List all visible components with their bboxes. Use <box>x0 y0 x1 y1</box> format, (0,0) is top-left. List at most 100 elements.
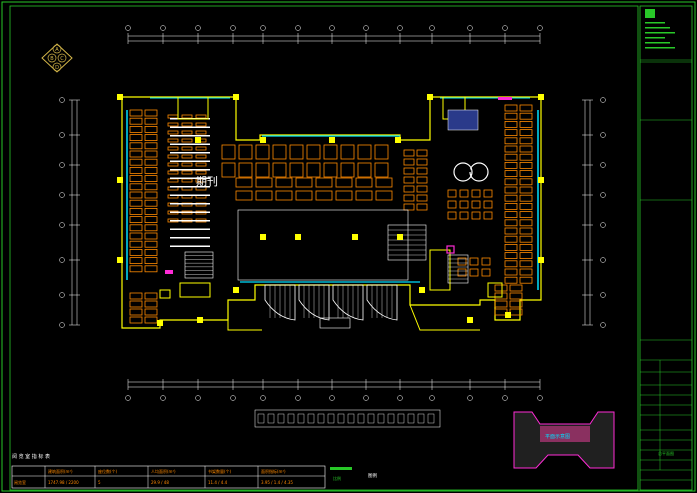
reading-desk <box>129 292 143 300</box>
structural-column <box>352 234 358 240</box>
reading-desk <box>447 200 457 209</box>
table-value-cell: 5 <box>98 480 101 485</box>
structural-column <box>117 257 123 263</box>
accent-marker-3 <box>498 97 512 100</box>
title-block-text-line <box>645 42 670 44</box>
legend-swatch <box>347 413 355 424</box>
grid-bubble <box>59 162 65 168</box>
structural-column <box>197 317 203 323</box>
dimension-lines-top <box>125 25 543 44</box>
reading-desk <box>416 158 428 166</box>
bookshelf <box>170 211 210 213</box>
title-block-label: 总平面图 <box>658 450 674 456</box>
reading-desk <box>509 300 523 308</box>
reading-desk <box>457 257 467 266</box>
reading-desk <box>129 175 143 183</box>
reading-desk <box>504 202 518 210</box>
reading-desk <box>167 130 179 135</box>
reading-desk <box>403 149 415 157</box>
atrium-outline <box>237 209 409 281</box>
floor-plan: 期刊 <box>117 94 544 331</box>
reading-desk <box>504 227 518 235</box>
bookshelf <box>170 169 210 171</box>
structural-column <box>233 94 239 100</box>
grid-bubble <box>502 395 508 401</box>
reading-desk <box>375 177 393 188</box>
reading-desk <box>323 144 338 160</box>
grid-bubble <box>260 395 266 401</box>
structural-column <box>329 137 335 143</box>
service-room <box>487 282 503 298</box>
reading-desk <box>340 162 355 178</box>
bookshelf <box>170 126 210 128</box>
reading-desk <box>167 170 179 175</box>
grid-bubble <box>429 395 435 401</box>
reading-desk <box>195 114 207 119</box>
reading-desk <box>416 194 428 202</box>
legend-swatch <box>357 413 365 424</box>
reading-desk <box>504 178 518 186</box>
title-block-text-line <box>645 27 670 29</box>
grid-bubble <box>329 25 335 31</box>
reading-desk <box>416 185 428 193</box>
grid-bubble <box>467 395 473 401</box>
reading-desk <box>167 138 179 143</box>
structural-column <box>295 234 301 240</box>
reading-desk <box>519 243 533 251</box>
reading-desk <box>519 178 533 186</box>
reading-desk <box>509 284 523 292</box>
reading-desk <box>129 117 143 125</box>
legend-swatch <box>397 413 405 424</box>
reading-desk <box>144 224 158 232</box>
service-room <box>159 289 171 299</box>
dimension-lines-right <box>582 97 606 328</box>
structural-column <box>419 287 425 293</box>
reading-desk <box>504 153 518 161</box>
reading-desk <box>504 170 518 178</box>
reading-desk <box>483 211 493 220</box>
legend: 图例 比例 <box>254 409 441 481</box>
service-room <box>429 249 451 291</box>
grid-bubble <box>600 192 606 198</box>
reading-desk <box>129 183 143 191</box>
reading-desk <box>144 265 158 273</box>
left-wing-wall <box>121 96 542 329</box>
legend-swatch <box>417 413 425 424</box>
reading-desk <box>144 248 158 256</box>
reading-room-label: 期刊 <box>196 175 218 188</box>
grid-bubble <box>600 292 606 298</box>
reading-desk <box>129 232 143 240</box>
structural-column <box>427 94 433 100</box>
grid-bubble <box>363 395 369 401</box>
reading-desk <box>144 216 158 224</box>
reading-desk <box>519 129 533 137</box>
reading-desk <box>167 162 179 167</box>
reading-desk <box>144 232 158 240</box>
legend-swatch <box>267 413 275 424</box>
reading-desk <box>181 162 193 167</box>
entrance-wall <box>227 320 262 331</box>
reading-desk <box>181 146 193 151</box>
title-block-text-line <box>645 22 665 24</box>
grid-bubble <box>59 132 65 138</box>
reading-desk <box>195 162 207 167</box>
reading-desk <box>144 117 158 125</box>
reading-desk <box>295 177 313 188</box>
reading-desk <box>144 191 158 199</box>
reading-desk <box>235 190 253 201</box>
entrance-revolving-door <box>264 284 296 321</box>
reading-desk <box>129 207 143 215</box>
reading-desk <box>129 158 143 166</box>
reading-desk <box>355 190 373 201</box>
bookshelf <box>170 160 210 162</box>
stair-outline <box>184 251 214 279</box>
reading-desk <box>167 122 179 127</box>
reading-desk <box>504 161 518 169</box>
reading-desk <box>306 162 321 178</box>
structural-column <box>395 137 401 143</box>
grid-bubble <box>295 395 301 401</box>
reading-desk <box>519 145 533 153</box>
reading-desk <box>255 190 273 201</box>
bookshelf <box>170 203 210 205</box>
reading-desk <box>494 284 508 292</box>
